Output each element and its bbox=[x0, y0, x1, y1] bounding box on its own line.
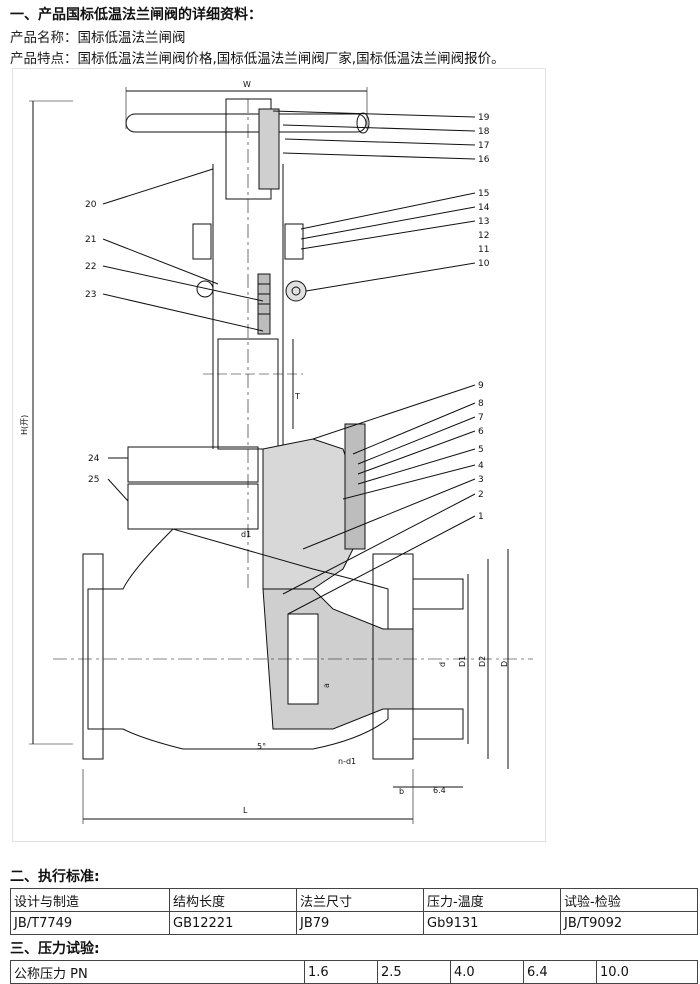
table-cell: 1.6 bbox=[304, 960, 378, 984]
table-header-cell: 设计与制造 bbox=[10, 888, 170, 912]
part-number-label: 11 bbox=[478, 245, 489, 255]
dim-label-d1-upper: d1 bbox=[241, 530, 251, 539]
table-header-cell: 法兰尺寸 bbox=[296, 888, 424, 912]
part-number-label: 24 bbox=[88, 454, 100, 464]
part-number-label: 2 bbox=[478, 490, 484, 500]
row-label-cell: 公称压力 PN bbox=[10, 960, 305, 984]
table-cell: GB12221 bbox=[169, 911, 297, 935]
dim-label-b: b bbox=[399, 787, 404, 796]
table-cell: JB/T7749 bbox=[10, 911, 170, 935]
part-number-label: 22 bbox=[85, 262, 96, 272]
table-row: 设计与制造 结构长度 法兰尺寸 压力-温度 试验-检验 bbox=[10, 888, 698, 912]
table-cell: 4.0 bbox=[450, 960, 524, 984]
section-1-heading: 一、产品国标低温法兰闸阀的详细资料： bbox=[10, 7, 262, 23]
dim-label-angle: 5° bbox=[257, 742, 266, 751]
part-numbers-right: 19 18 17 16 15 14 13 12 11 10 9 8 7 6 5 … bbox=[478, 113, 490, 522]
dim-label-l: L bbox=[243, 806, 248, 815]
part-number-label: 19 bbox=[478, 113, 490, 123]
table-cell: Gb9131 bbox=[423, 911, 561, 935]
product-feature-line: 产品特点：国标低温法兰闸阀价格,国标低温法兰闸阀厂家,国标低温法兰闸阀报价。 bbox=[10, 47, 505, 67]
part-number-label: 25 bbox=[88, 475, 99, 485]
dim-label-d2: D2 bbox=[478, 656, 487, 667]
part-number-label: 4 bbox=[478, 461, 484, 471]
dim-label-a: a bbox=[322, 683, 331, 688]
part-number-label: 17 bbox=[478, 141, 489, 151]
table-cell: 2.5 bbox=[377, 960, 451, 984]
table-header-cell: 试验-检验 bbox=[560, 888, 698, 912]
table-row: JB/T7749 GB12221 JB79 Gb9131 JB/T9092 bbox=[10, 911, 698, 935]
table-cell: 10.0 bbox=[596, 960, 698, 984]
product-feature-value: 国标低温法兰闸阀价格,国标低温法兰闸阀厂家,国标低温法兰闸阀报价。 bbox=[77, 51, 505, 67]
part-number-label: 6 bbox=[478, 427, 484, 437]
product-name-line: 产品名称：国标低温法兰闸阀 bbox=[10, 26, 186, 46]
dim-label-h: H(开) bbox=[20, 415, 29, 435]
section-2-heading: 二、执行标准: bbox=[10, 869, 100, 885]
section-3-heading: 三、压力试验: bbox=[10, 941, 100, 957]
part-number-label: 9 bbox=[478, 381, 484, 391]
part-number-label: 14 bbox=[478, 203, 490, 213]
dim-label-n-d1: n-d1 bbox=[338, 757, 356, 766]
product-feature-label: 产品特点： bbox=[10, 51, 78, 67]
table-header-cell: 压力-温度 bbox=[423, 888, 561, 912]
dim-label-d-outer: D bbox=[500, 661, 509, 667]
part-number-label: 16 bbox=[478, 155, 490, 165]
table-cell: JB79 bbox=[296, 911, 424, 935]
part-number-label: 10 bbox=[478, 259, 490, 269]
part-number-label: 18 bbox=[478, 127, 490, 137]
part-number-label: 15 bbox=[478, 189, 489, 199]
part-number-label: 8 bbox=[478, 399, 484, 409]
part-number-label: 13 bbox=[478, 217, 489, 227]
valve-drawing-svg: W H(开) T L d1 d D1 D2 D a 5° n-d1 b 6.4 … bbox=[20, 80, 533, 824]
table-header-cell: 结构长度 bbox=[169, 888, 297, 912]
product-name-label: 产品名称： bbox=[10, 30, 78, 46]
table-row: 公称压力 PN 1.6 2.5 4.0 6.4 10.0 bbox=[10, 960, 698, 984]
part-number-label: 12 bbox=[478, 231, 489, 241]
table-cell: JB/T9092 bbox=[560, 911, 698, 935]
valve-technical-drawing: W H(开) T L d1 d D1 D2 D a 5° n-d1 b 6.4 … bbox=[12, 68, 546, 842]
part-number-label: 3 bbox=[478, 475, 484, 485]
part-number-label: 21 bbox=[85, 235, 96, 245]
part-number-label: 20 bbox=[85, 200, 97, 210]
part-number-label: 5 bbox=[478, 445, 484, 455]
dim-label-f: 6.4 bbox=[433, 786, 446, 795]
pressure-test-table: 公称压力 PN 1.6 2.5 4.0 6.4 10.0 bbox=[10, 960, 698, 984]
product-name-value: 国标低温法兰闸阀 bbox=[77, 30, 186, 46]
part-number-label: 1 bbox=[478, 512, 484, 522]
dim-label-d: d bbox=[438, 662, 447, 667]
standards-table: 设计与制造 结构长度 法兰尺寸 压力-温度 试验-检验 JB/T7749 GB1… bbox=[10, 888, 698, 935]
dim-label-d1: D1 bbox=[458, 656, 467, 667]
part-number-label: 7 bbox=[478, 413, 484, 423]
part-numbers-left: 20 21 22 23 24 25 bbox=[85, 200, 100, 485]
dim-label-w: W bbox=[243, 80, 251, 89]
part-number-label: 23 bbox=[85, 290, 96, 300]
table-cell: 6.4 bbox=[523, 960, 597, 984]
dim-label-t: T bbox=[294, 392, 300, 401]
